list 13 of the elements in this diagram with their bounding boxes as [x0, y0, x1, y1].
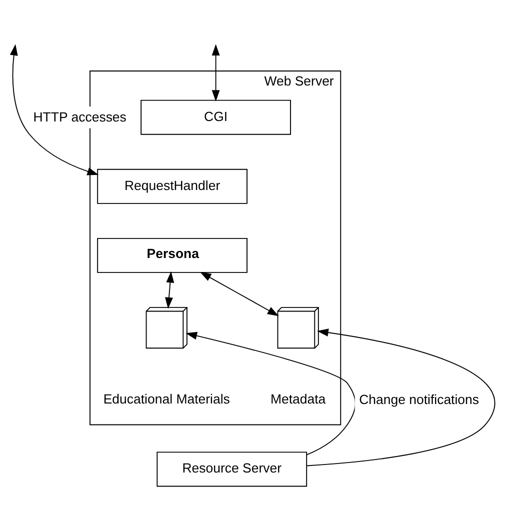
node-box: RequestHandler: [97, 168, 248, 204]
node-box: Persona: [97, 237, 248, 272]
node-box: CGI: [140, 99, 291, 134]
arrow: [306, 328, 495, 466]
node-label: Metadata: [270, 391, 326, 406]
arrow: [186, 331, 356, 455]
arrow: [10, 44, 99, 175]
edge-label: Change notifications: [359, 392, 480, 407]
arrow: [200, 271, 279, 316]
arrow: [165, 270, 174, 308]
node-box: Resource Server: [156, 451, 308, 486]
node-label: Educational Materials: [103, 391, 230, 406]
arrow: [212, 44, 220, 101]
